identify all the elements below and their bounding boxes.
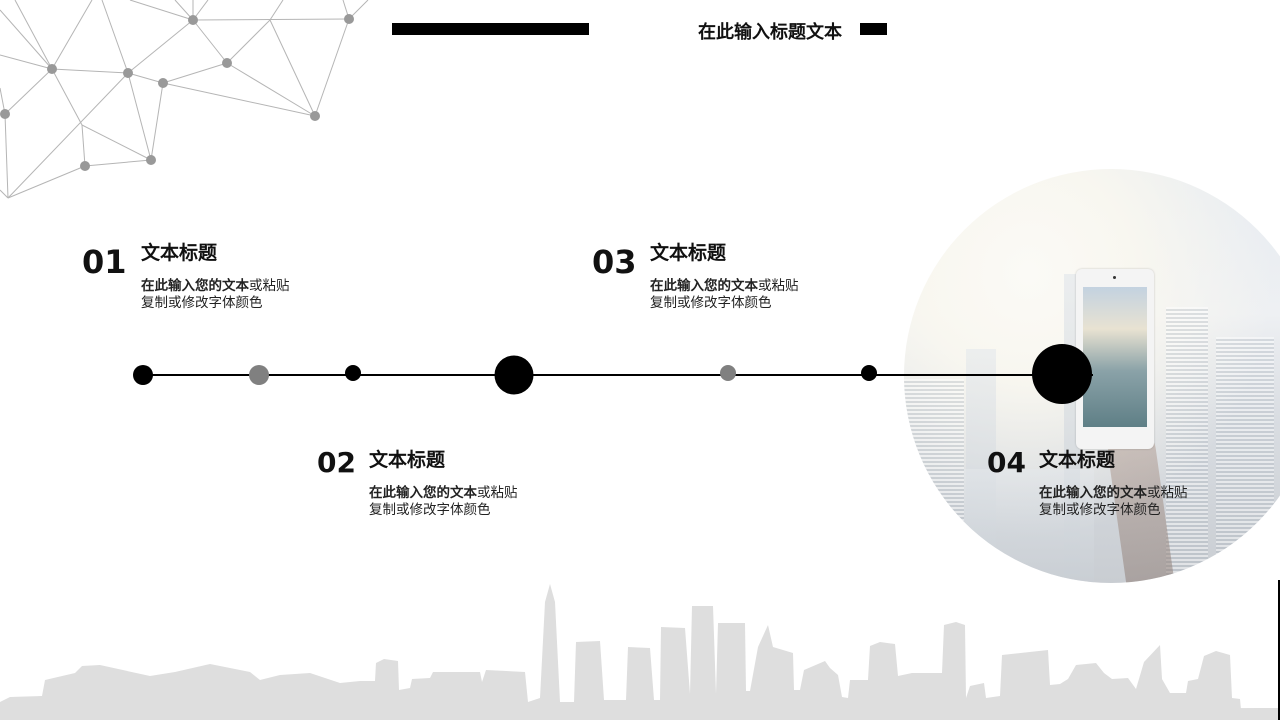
page-title: 在此输入标题文本: [698, 22, 842, 43]
timeline-dot: [133, 365, 153, 385]
timeline-dot: [861, 365, 877, 381]
tablet-camera: [1113, 276, 1116, 279]
step-number: 01: [82, 243, 127, 281]
step-desc-line2: 复制或修改字体颜色: [650, 295, 772, 311]
step-desc-bold: 在此输入您的文本: [650, 278, 758, 294]
step-desc-rest: 或粘贴: [477, 485, 518, 501]
step-description: 在此输入您的文本或粘贴 复制或修改字体颜色: [650, 278, 799, 312]
step-title: 文本标题: [1039, 449, 1116, 471]
step-number: 04: [987, 446, 1026, 479]
timeline-dot: [249, 365, 269, 385]
header-bar-left: [392, 23, 589, 35]
step-desc-bold: 在此输入您的文本: [1039, 485, 1147, 501]
timeline-dot: [720, 365, 736, 381]
step-title: 文本标题: [650, 242, 727, 264]
step-description: 在此输入您的文本或粘贴 复制或修改字体颜色: [141, 278, 290, 312]
step-desc-line2: 复制或修改字体颜色: [1039, 502, 1161, 518]
building-shape: [964, 469, 1094, 583]
tablet-screen: [1083, 287, 1147, 427]
step-title: 文本标题: [141, 242, 218, 264]
step-desc-line2: 复制或修改字体颜色: [369, 502, 491, 518]
timeline-dot: [345, 365, 361, 381]
step-description: 在此输入您的文本或粘贴 复制或修改字体颜色: [369, 485, 518, 519]
step-desc-rest: 或粘贴: [1147, 485, 1188, 501]
city-photo-circle: [904, 169, 1280, 583]
step-desc-rest: 或粘贴: [758, 278, 799, 294]
step-desc-rest: 或粘贴: [249, 278, 290, 294]
timeline-dot-large: [494, 355, 534, 395]
city-skyline-silhouette: [0, 584, 1280, 720]
step-desc-line2: 复制或修改字体颜色: [141, 295, 263, 311]
step-title: 文本标题: [369, 449, 446, 471]
right-edge-line: [1278, 580, 1280, 720]
building-shape: [904, 379, 964, 583]
building-shape: [1216, 337, 1274, 583]
timeline-line: [143, 374, 1093, 376]
step-desc-bold: 在此输入您的文本: [369, 485, 477, 501]
building-shape: [1166, 307, 1208, 583]
network-decoration: [0, 0, 369, 199]
step-number: 02: [317, 446, 356, 479]
step-description: 在此输入您的文本或粘贴 复制或修改字体颜色: [1039, 485, 1188, 519]
step-number: 03: [592, 243, 637, 281]
header-bar-right: [860, 23, 887, 35]
tablet-image: [1076, 269, 1154, 449]
step-desc-bold: 在此输入您的文本: [141, 278, 249, 294]
timeline-dot-large: [1032, 344, 1092, 404]
